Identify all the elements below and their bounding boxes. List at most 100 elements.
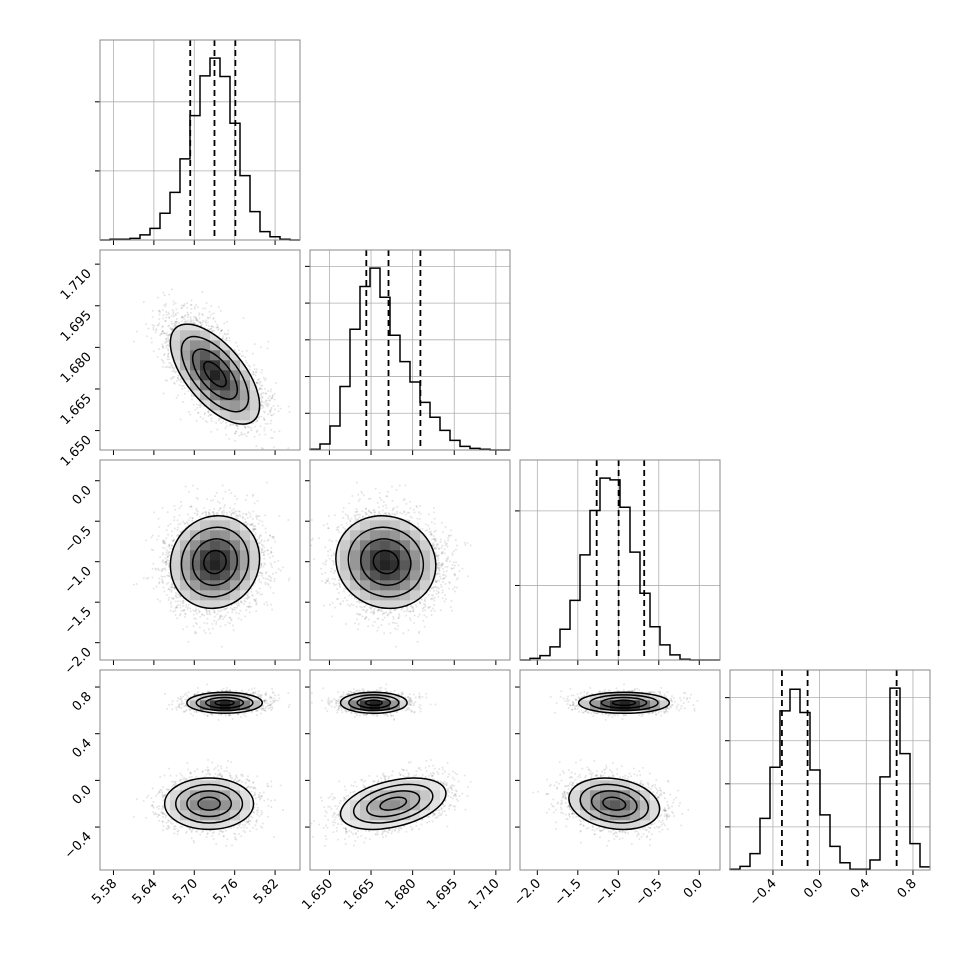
density-cell xyxy=(190,410,201,421)
sample-point xyxy=(224,333,227,336)
density-cell xyxy=(120,420,130,430)
density-cell xyxy=(220,370,231,381)
sample-point xyxy=(270,388,273,391)
contour-line xyxy=(169,323,261,425)
sample-point xyxy=(247,430,250,433)
sample-point xyxy=(210,417,213,420)
density-cell xyxy=(260,420,271,431)
sample-point xyxy=(193,321,196,324)
sample-point xyxy=(271,396,274,399)
density-cell xyxy=(290,330,300,340)
sample-point xyxy=(202,307,205,310)
sample-point xyxy=(166,365,169,368)
sample-point xyxy=(267,397,270,400)
sample-point xyxy=(236,345,239,348)
sample-point xyxy=(278,430,281,433)
density-cell xyxy=(190,380,201,391)
density-cell xyxy=(170,400,181,411)
density-cell xyxy=(260,310,271,321)
sample-point xyxy=(153,324,156,327)
density-cell xyxy=(154,430,161,440)
sample-point xyxy=(261,369,264,372)
density-cell xyxy=(130,250,140,260)
sample-point xyxy=(161,365,164,368)
density-cell xyxy=(250,310,261,321)
sample-point xyxy=(271,395,274,398)
histogram-panel-2 xyxy=(305,249,511,455)
density-cell xyxy=(180,420,191,431)
sample-point xyxy=(221,329,224,332)
density-cell xyxy=(100,440,110,450)
sample-point xyxy=(255,430,258,433)
sample-point xyxy=(187,410,190,413)
sample-point xyxy=(190,398,193,401)
sample-point xyxy=(252,422,255,425)
density-cell xyxy=(200,270,210,280)
sample-point xyxy=(288,410,291,413)
sample-point xyxy=(216,326,219,329)
sample-point xyxy=(168,358,171,361)
sample-point xyxy=(199,321,202,324)
density-cell xyxy=(260,270,270,280)
sample-point xyxy=(167,365,170,368)
sample-point xyxy=(162,330,165,332)
sample-point xyxy=(169,377,172,380)
density-cell xyxy=(140,300,150,310)
density-cell xyxy=(120,410,130,420)
sample-point xyxy=(210,325,213,328)
sample-point xyxy=(273,392,276,395)
sample-point xyxy=(202,319,205,322)
density-cell xyxy=(180,250,190,260)
density-cell xyxy=(154,360,161,371)
sample-point xyxy=(164,319,167,322)
sample-point xyxy=(238,434,241,437)
sample-point xyxy=(235,424,238,427)
sample-point xyxy=(177,374,180,377)
sample-point xyxy=(265,402,268,405)
sample-point xyxy=(201,321,204,324)
sample-point xyxy=(263,387,266,390)
sample-point xyxy=(201,290,204,293)
density-cell xyxy=(180,320,191,331)
sample-point xyxy=(175,379,178,382)
sample-point xyxy=(265,399,268,402)
sample-point xyxy=(189,318,192,321)
density-cell xyxy=(270,340,276,351)
density-cell xyxy=(210,309,221,311)
sample-point xyxy=(271,394,274,397)
density-cell xyxy=(140,440,150,450)
density-cell xyxy=(190,250,200,260)
sample-point xyxy=(190,303,193,306)
density-cell xyxy=(200,330,211,341)
sample-point xyxy=(175,317,178,320)
density-cell xyxy=(110,270,120,280)
density-cell xyxy=(100,270,110,280)
sample-point xyxy=(220,329,223,332)
sample-point xyxy=(175,396,178,399)
sample-point xyxy=(235,430,238,433)
sample-point xyxy=(162,291,165,294)
sample-point xyxy=(186,302,189,305)
density-cell xyxy=(280,370,290,380)
density-cell xyxy=(230,320,241,331)
sample-point xyxy=(263,429,266,432)
density-cell xyxy=(270,270,280,280)
density-cell xyxy=(240,380,251,391)
density-cell xyxy=(120,330,130,340)
sample-point xyxy=(173,375,176,378)
sample-point xyxy=(171,370,174,373)
sample-point xyxy=(219,329,222,332)
sample-point xyxy=(216,323,219,326)
density-cell xyxy=(260,280,270,290)
sample-point xyxy=(235,351,238,354)
sample-point xyxy=(180,315,183,318)
sample-point xyxy=(198,317,201,320)
sample-point xyxy=(204,420,207,423)
sample-point xyxy=(269,411,272,414)
density-cell xyxy=(154,350,161,361)
sample-point xyxy=(198,404,201,407)
sample-point xyxy=(256,381,259,384)
density-cell xyxy=(130,270,140,280)
density-cell xyxy=(110,320,120,330)
density-cell xyxy=(140,350,150,360)
